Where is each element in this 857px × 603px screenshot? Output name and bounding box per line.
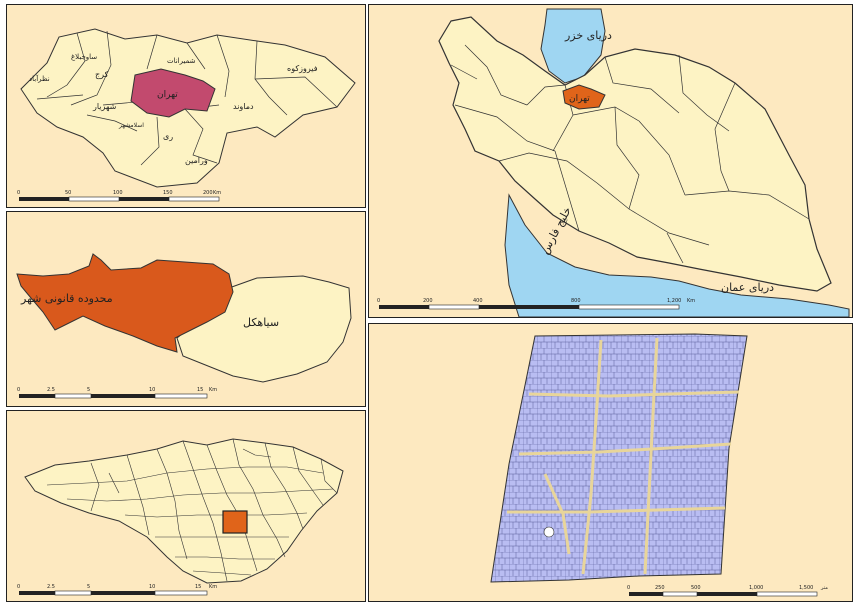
iran-label-oman-sea: دریای عمان — [721, 281, 774, 294]
county-scale-tick-3: 10 — [149, 387, 155, 393]
block-scale-unit: متر — [820, 585, 828, 591]
province-label-savojbolagh: ساوجبلاغ — [71, 53, 97, 61]
iran-label-tehran: تهران — [569, 94, 590, 104]
block-roundabout — [543, 526, 555, 538]
legal-boundary-area — [16, 253, 234, 353]
province-scale-unit: Km — [213, 190, 221, 196]
block-scale-tick-0: 0 — [627, 585, 630, 591]
province-label-varamin: ورامین — [185, 156, 208, 165]
block-map-panel: 0 250 500 1,000 1,500 متر — [368, 323, 853, 602]
county-label-legal-boundary: محدوده قانونی شهر — [20, 292, 113, 305]
province-map-panel: تهران کرج ساوجبلاغ نظرآباد شمیرانات شهری… — [6, 4, 366, 208]
province-label-rey: ری — [163, 132, 173, 141]
city-scale-tick-0: 0 — [17, 584, 20, 590]
block-map: 0 250 500 1,000 1,500 متر — [490, 333, 828, 597]
county-scale-tick-4: 15 — [197, 387, 203, 393]
iran-map: دریای خزر تهران خلیج فارس دریای عمان 0 2… — [377, 8, 850, 317]
county-scale-tick-2: 5 — [87, 387, 90, 393]
block-scale-tick-1: 250 — [655, 585, 665, 591]
city-scale-unit: Km — [209, 584, 217, 590]
block-scale-tick-3: 1,000 — [749, 585, 763, 591]
iran-scale-tick-3: 800 — [571, 298, 581, 304]
city-map-panel: 0 2.5 5 10 15 Km — [6, 410, 366, 602]
block-scale-bar: 0 250 500 1,000 1,500 متر — [627, 585, 828, 597]
province-label-shahriar: شهریار — [92, 102, 117, 111]
city-scale-bar: 0 2.5 5 10 15 Km — [17, 584, 217, 596]
block-main-streets — [507, 337, 740, 575]
block-area — [490, 333, 748, 583]
iran-scale-bar: 0 200 400 800 1,200 Km — [377, 298, 695, 310]
province-label-firuzkuh: فیروزکوه — [287, 64, 318, 73]
county-scale-tick-0: 0 — [17, 387, 20, 393]
province-label-tehran: تهران — [157, 90, 178, 100]
county-scale-unit: Km — [209, 387, 217, 393]
province-scale-tick-2: 100 — [113, 190, 123, 196]
province-label-eslamshahr: اسلامشهر — [118, 122, 144, 129]
county-map: محدوده قانونی شهر سیاهکل 0 2.5 5 10 15 K… — [16, 253, 352, 399]
iran-scale-tick-0: 0 — [377, 298, 380, 304]
iran-scale-tick-1: 200 — [423, 298, 433, 304]
study-area-highlight — [222, 510, 248, 534]
iran-scale-tick-4: 1,200 — [667, 298, 681, 304]
iran-scale-tick-2: 400 — [473, 298, 483, 304]
city-district-borders — [46, 438, 338, 582]
iran-scale-unit: Km — [687, 298, 695, 304]
province-label-karaj: کرج — [95, 70, 109, 79]
block-scale-tick-2: 500 — [691, 585, 701, 591]
iran-outline — [438, 16, 832, 292]
tehran-county-highlight — [130, 68, 216, 118]
province-label-shemiranat: شمیرانات — [167, 57, 196, 65]
county-scale-tick-1: 2.5 — [47, 387, 55, 393]
province-scale-tick-1: 50 — [65, 190, 71, 196]
county-map-panel: محدوده قانونی شهر سیاهکل 0 2.5 5 10 15 K… — [6, 211, 366, 407]
county-scale-bar: 0 2.5 5 10 15 Km — [17, 387, 217, 399]
city-scale-tick-3: 10 — [149, 584, 155, 590]
block-scale-tick-4: 1,500 — [799, 585, 813, 591]
city-scale-tick-4: 15 — [195, 584, 201, 590]
iran-label-caspian: دریای خزر — [564, 29, 612, 42]
city-scale-tick-1: 2.5 — [47, 584, 55, 590]
city-map: 0 2.5 5 10 15 Km — [17, 438, 344, 596]
tehran-province-highlight — [562, 84, 606, 110]
province-label-nazarabad: نظرآباد — [29, 74, 50, 83]
province-scale-tick-4: 200 — [203, 190, 213, 196]
province-map: تهران کرج ساوجبلاغ نظرآباد شمیرانات شهری… — [17, 28, 356, 202]
province-label-damavand: دماوند — [233, 102, 254, 111]
city-scale-tick-2: 5 — [87, 584, 90, 590]
province-scale-bar: 0 50 100 150 200 Km — [17, 190, 221, 202]
province-scale-tick-0: 0 — [17, 190, 20, 196]
iran-map-panel: دریای خزر تهران خلیج فارس دریای عمان 0 2… — [368, 4, 853, 318]
city-outline — [24, 438, 344, 584]
county-label-siahkal: سیاهکل — [243, 316, 279, 329]
province-scale-tick-3: 150 — [163, 190, 173, 196]
